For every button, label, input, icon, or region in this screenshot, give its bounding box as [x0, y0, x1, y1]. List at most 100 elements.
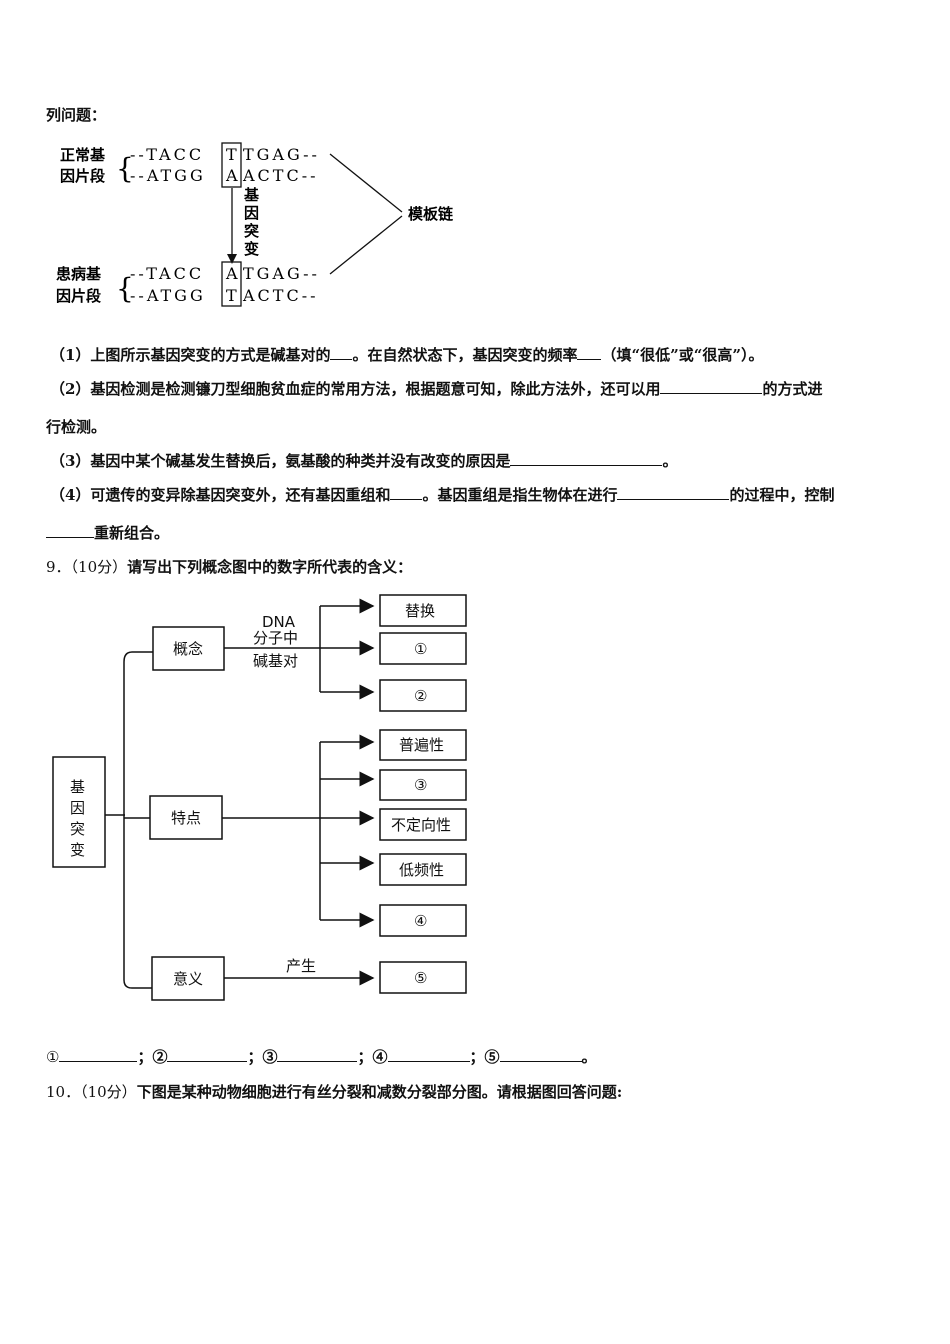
feature-item-box-5: [379, 904, 467, 937]
disease-strand-bottom-box: T: [226, 286, 240, 305]
mutation-char-3: 突: [244, 222, 259, 240]
disease-strand-top-box: A: [225, 264, 241, 283]
feature-item-box-1: [379, 729, 467, 761]
q8-part2-text-b: 的方式进: [762, 380, 823, 398]
intro-text: 列问题：: [46, 106, 107, 124]
meaning-label: 意义: [173, 970, 203, 988]
normal-brace: {: [116, 152, 134, 185]
q8-part4-text-c: 的过程中，控制: [729, 486, 835, 504]
normal-strand-bottom-rest: ACTC--: [242, 166, 319, 185]
disease-highlight-box: [221, 261, 242, 307]
meaning-item-box-1: [379, 961, 467, 994]
concept-label: 概念: [173, 640, 203, 658]
normal-highlight-box: [221, 142, 242, 188]
q8-part1-text-a: （1）上图所示基因突变的方式是碱基对的: [50, 346, 331, 364]
q9-text: 请写出下列概念图中的数字所代表的含义：: [127, 558, 413, 576]
q8-part4: （4）可遗传的变异除基因突变外，还有基因重组和。基因重组是指生物体在进行的过程中…: [50, 484, 834, 505]
root-char-1: 基: [70, 778, 85, 796]
q8-part4-cont: 重新组合。: [46, 522, 169, 543]
q8-part4-text-d: 重新组合。: [94, 524, 170, 542]
feature-item-5: ④: [414, 912, 427, 930]
feature-item-1: 普遍性: [399, 736, 444, 754]
feature-item-4: 低频性: [399, 861, 444, 879]
q10-text: 下图是某种动物细胞进行有丝分裂和减数分裂部分图。请根据图回答问题:: [136, 1083, 623, 1101]
disease-strand-top: --TACC: [130, 264, 204, 283]
concept-item-box-3: [379, 679, 467, 712]
q9-answer-label-2: ；②: [137, 1048, 168, 1066]
root-char-3: 突: [70, 820, 85, 838]
feature-item-box-2: [379, 769, 467, 801]
q8-part4-blank3[interactable]: [46, 523, 94, 538]
normal-strand-top: --TACC: [130, 145, 204, 164]
template-line-bottom: [329, 215, 403, 275]
q9-answer-blank-2[interactable]: [167, 1047, 248, 1062]
q8-part1-blank2[interactable]: [577, 345, 602, 360]
concept-edge-2: 分子中: [253, 629, 298, 647]
normal-strand-top-rest: TGAG--: [243, 145, 320, 164]
q9-answer-label-4: ；④: [357, 1048, 388, 1066]
q9-answer-blank-4[interactable]: [387, 1047, 470, 1062]
q10-heading: 10．（10分）下图是某种动物细胞进行有丝分裂和减数分裂部分图。请根据图回答问题…: [46, 1081, 622, 1102]
template-line-top: [329, 153, 403, 213]
q9-answer-label-1: ①: [46, 1048, 60, 1066]
q9-answer-blank-3[interactable]: [277, 1047, 358, 1062]
q9-answers: ① ；② ；③ ；④ ；⑤ 。: [46, 1046, 597, 1067]
feature-item-box-3: [379, 808, 467, 841]
q8-part2-cont: 行检测。: [46, 418, 107, 436]
root-bracket: [123, 651, 133, 989]
concept-item-box-1: [379, 594, 467, 627]
feature-item-3: 不定向性: [391, 816, 451, 834]
concept-item-3: ②: [414, 687, 427, 705]
concept-item-box-2: [379, 632, 467, 665]
q9-answer-label-5: ；⑤: [469, 1048, 500, 1066]
q8-part3-text-b: 。: [662, 452, 678, 470]
concept-edge-3: 碱基对: [253, 652, 298, 670]
q8-part2-text-a: （2）基因检测是检测镰刀型细胞贫血症的常用方法，根据题意可知，除此方法外，还可以…: [50, 380, 661, 398]
normal-strand-bottom: --ATGG: [130, 166, 206, 185]
q8-part1-text-b: 。在自然状态下，基因突变的频率: [352, 346, 578, 364]
q9-heading: 9．（10分）请写出下列概念图中的数字所代表的含义：: [46, 556, 412, 577]
q8-part4-text-b: 。基因重组是指生物体在进行: [422, 486, 618, 504]
normal-strand-top-box: T: [226, 145, 240, 164]
disease-label-2: 因片段: [56, 287, 101, 305]
q10-number: 10．（10分）: [46, 1083, 137, 1101]
disease-strand-bottom: --ATGG: [130, 286, 206, 305]
mutation-char-4: 变: [244, 240, 259, 258]
disease-brace: {: [116, 272, 134, 305]
q8-part2: （2）基因检测是检测镰刀型细胞贫血症的常用方法，根据题意可知，除此方法外，还可以…: [50, 378, 822, 399]
normal-label-1: 正常基: [60, 146, 106, 164]
template-label: 模板链: [408, 205, 454, 223]
q9-answer-blank-5[interactable]: [499, 1047, 582, 1062]
q8-part3-text-a: （3）基因中某个碱基发生替换后，氨基酸的种类并没有改变的原因是: [50, 452, 511, 470]
disease-strand-top-rest: TGAG--: [243, 264, 320, 283]
root-char-4: 变: [70, 841, 85, 859]
feature-item-box-4: [379, 853, 467, 886]
root-char-2: 因: [70, 799, 85, 817]
concept-edge-1: DNA: [262, 613, 296, 631]
feature-item-2: ③: [414, 776, 427, 794]
normal-label-2: 因片段: [60, 167, 105, 185]
normal-strand-bottom-box: A: [225, 166, 241, 185]
mutation-char-2: 因: [244, 204, 259, 222]
q8-part1-blank1[interactable]: [330, 345, 353, 360]
q8-part3-blank[interactable]: [510, 451, 663, 466]
q9-answer-end: 。: [581, 1048, 597, 1066]
disease-label-1: 患病基: [56, 265, 102, 283]
meaning-edge-label: 产生: [286, 957, 316, 975]
q8-part3: （3）基因中某个碱基发生替换后，氨基酸的种类并没有改变的原因是 。: [50, 450, 677, 471]
concept-item-2: ①: [414, 640, 427, 658]
q9-answer-label-3: ；③: [247, 1048, 278, 1066]
mutation-arrowhead: [227, 254, 237, 264]
meaning-item-1: ⑤: [414, 969, 427, 987]
mutation-char-1: 基: [243, 186, 260, 204]
feature-label: 特点: [171, 809, 201, 827]
q8-part1: （1）上图所示基因突变的方式是碱基对的。在自然状态下，基因突变的频率（填“很低”…: [50, 344, 763, 365]
root-box: [52, 756, 106, 868]
q8-part4-blank2[interactable]: [617, 485, 730, 500]
q8-part4-blank1[interactable]: [390, 485, 423, 500]
q9-answer-blank-1[interactable]: [59, 1047, 138, 1062]
concept-item-1: 替换: [405, 602, 435, 620]
q8-part2-blank[interactable]: [660, 379, 763, 394]
